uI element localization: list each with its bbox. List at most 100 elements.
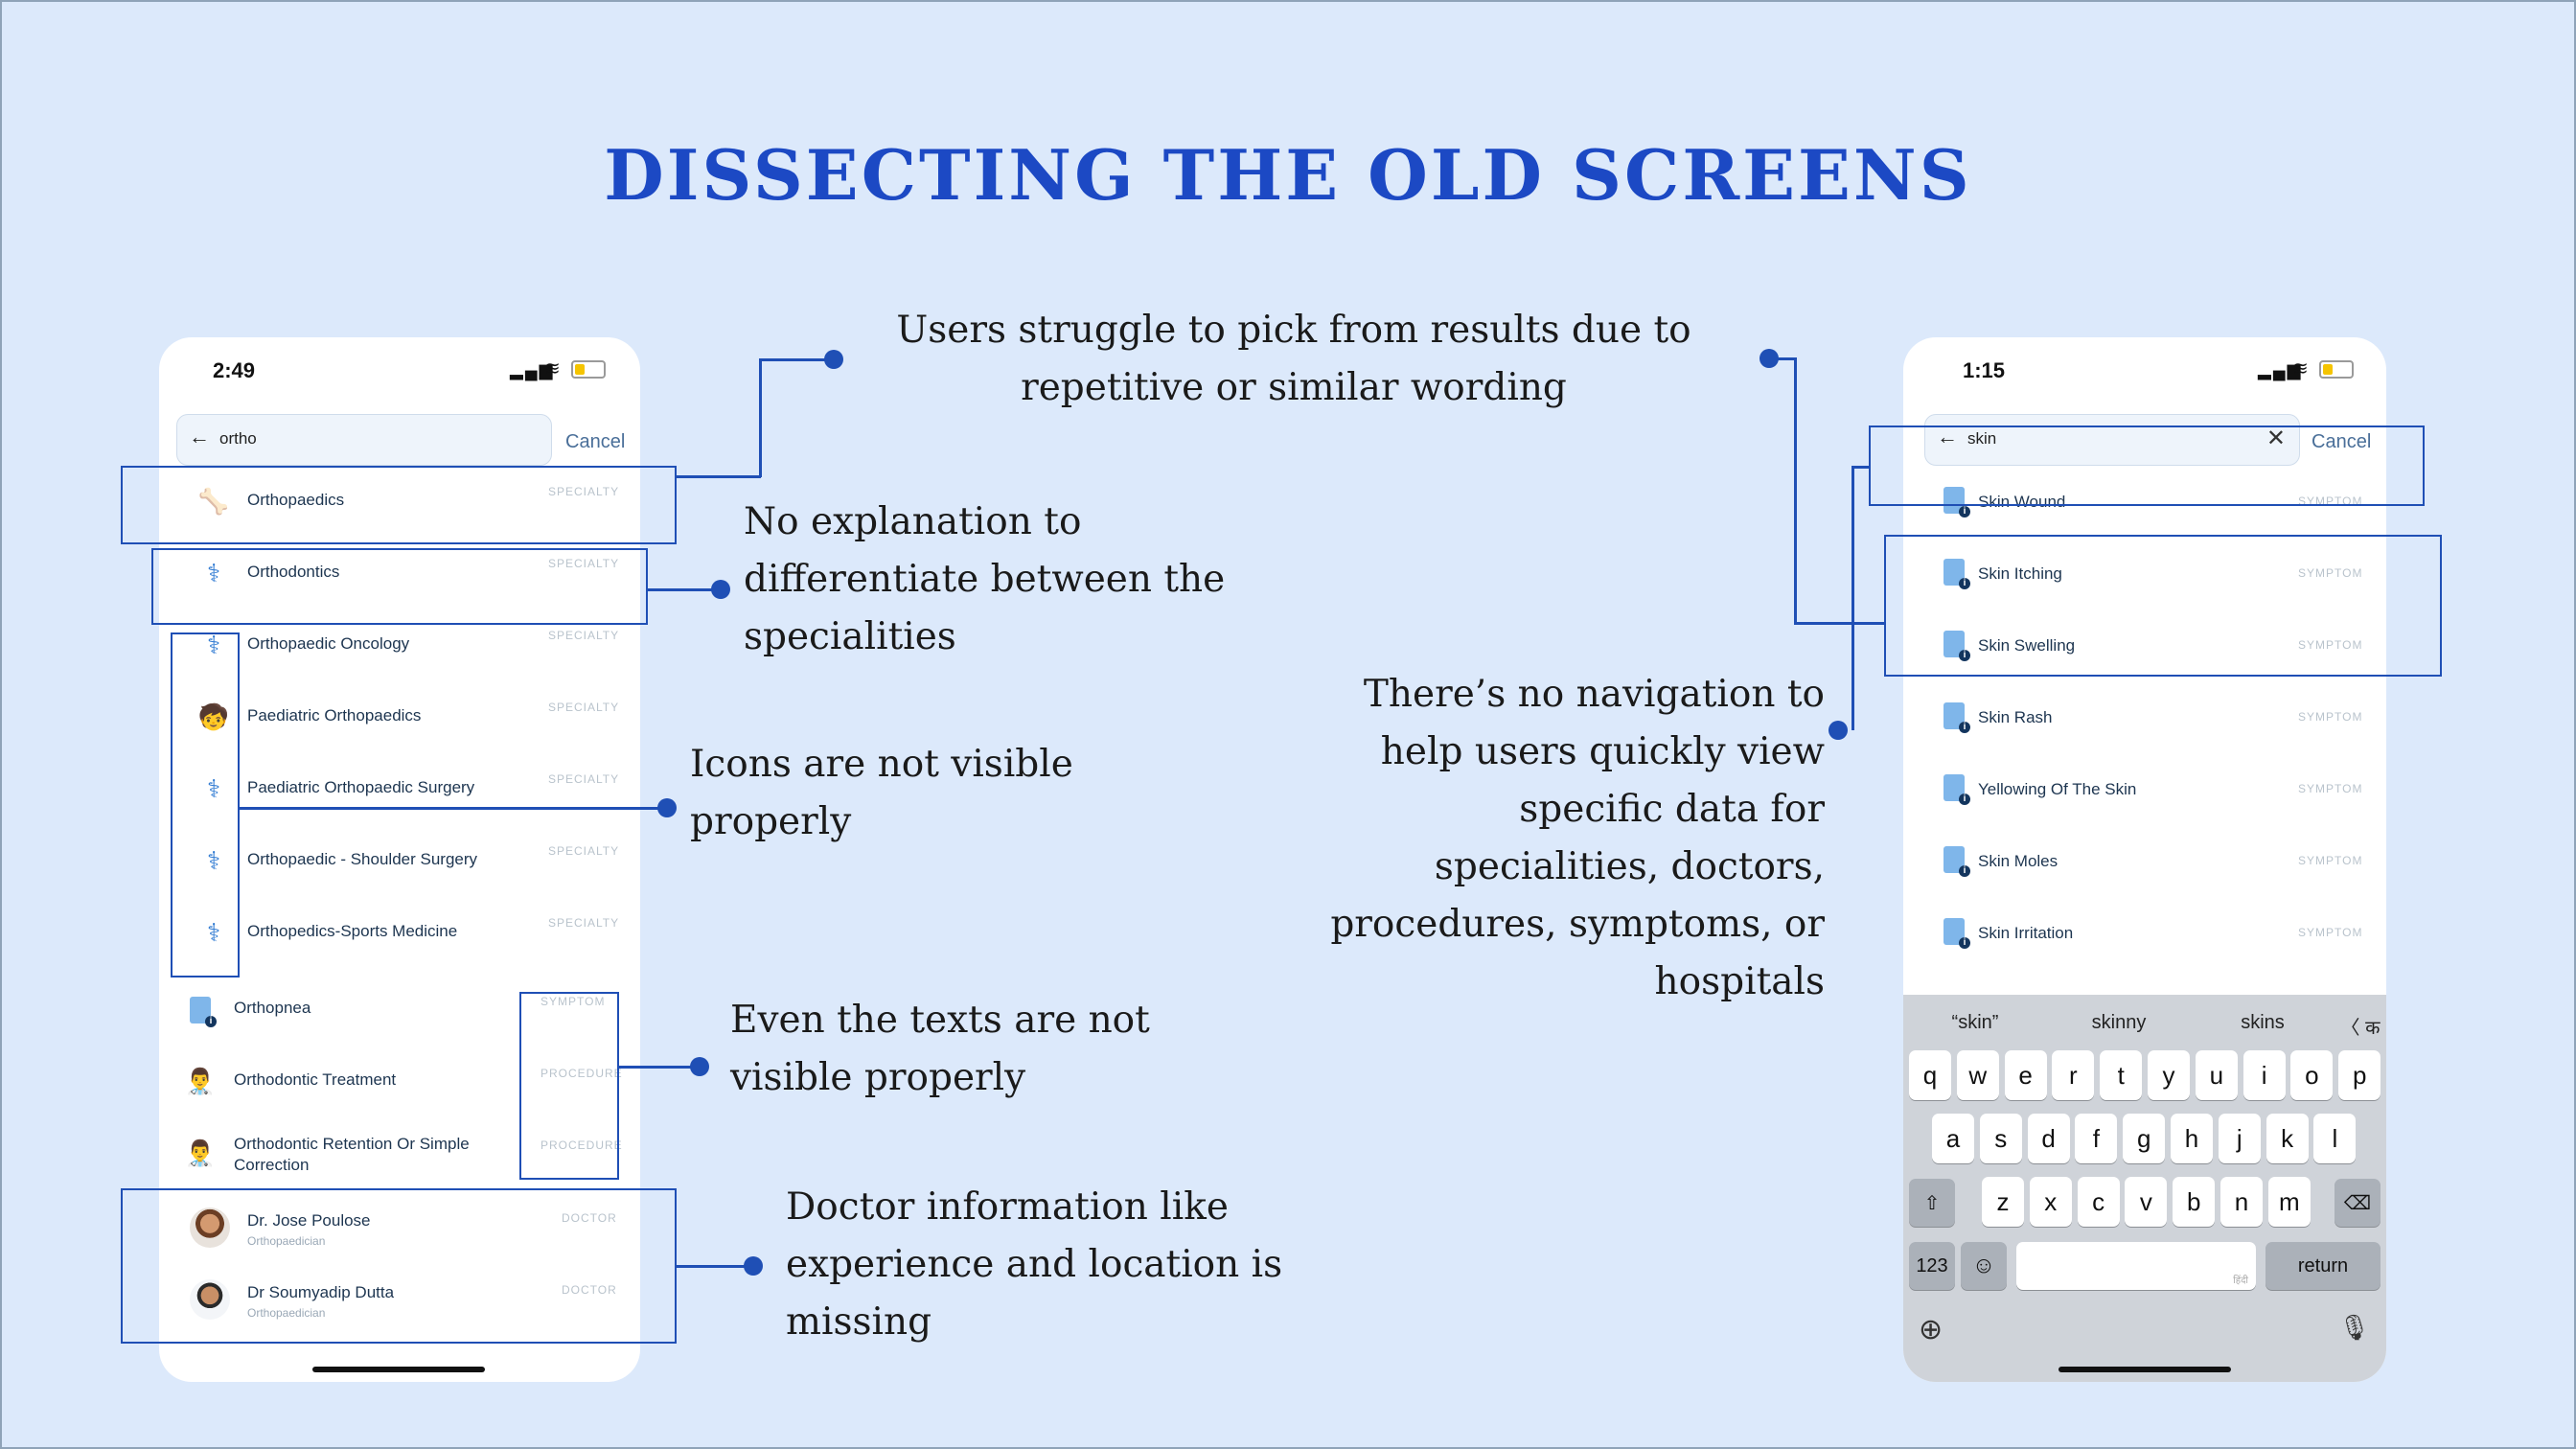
key-e[interactable]: e bbox=[2004, 1050, 2047, 1100]
result-label: Skin Irritation bbox=[1978, 924, 2074, 942]
key-p[interactable]: p bbox=[2338, 1050, 2381, 1100]
key-x[interactable]: x bbox=[2029, 1177, 2072, 1227]
cancel-button[interactable]: Cancel bbox=[2312, 431, 2372, 452]
doctor-avatar bbox=[190, 1208, 230, 1248]
cancel-button[interactable]: Cancel bbox=[565, 431, 626, 452]
doctor-role: Orthopaedician bbox=[247, 1306, 326, 1320]
key-v[interactable]: v bbox=[2125, 1177, 2168, 1227]
highlight-box bbox=[1884, 535, 2442, 677]
key-g[interactable]: g bbox=[2123, 1114, 2166, 1163]
connector-line bbox=[677, 475, 761, 478]
slide-title: DISSECTING THE OLD SCREENS bbox=[604, 134, 1972, 216]
key-d[interactable]: d bbox=[2027, 1114, 2070, 1163]
connector-line bbox=[240, 807, 667, 810]
numbers-key[interactable]: 123 bbox=[1909, 1242, 1955, 1290]
clear-icon[interactable]: ✕ bbox=[2266, 426, 2286, 451]
result-type-tag: SPECIALTY bbox=[548, 557, 620, 570]
stethoscope-icon: ⚕ bbox=[206, 845, 221, 875]
back-arrow-icon[interactable]: ← bbox=[1937, 425, 1958, 448]
backspace-key[interactable]: ⌫ bbox=[2334, 1179, 2380, 1227]
note-line: specialities bbox=[744, 615, 956, 658]
connector-line bbox=[648, 588, 721, 591]
key-j[interactable]: j bbox=[2218, 1114, 2261, 1163]
key-k[interactable]: k bbox=[2266, 1114, 2309, 1163]
emoji-key[interactable]: ☺ bbox=[1961, 1242, 2007, 1290]
key-q[interactable]: q bbox=[1909, 1050, 1951, 1100]
microphone-icon[interactable]: 🎙 bbox=[2338, 1313, 2371, 1342]
result-type-tag: SYMPTOM bbox=[2298, 782, 2363, 795]
wifi-icon: ≋ bbox=[544, 358, 563, 380]
shift-key[interactable]: ⇧ bbox=[1909, 1179, 1955, 1227]
key-i[interactable]: i bbox=[2242, 1050, 2286, 1100]
connector-line bbox=[1852, 466, 1871, 469]
search-input[interactable]: ← ortho bbox=[176, 414, 552, 466]
key-w[interactable]: w bbox=[1956, 1050, 1999, 1100]
highlight-box bbox=[121, 1188, 677, 1344]
connector-line bbox=[619, 1066, 700, 1069]
key-l[interactable]: l bbox=[2313, 1114, 2357, 1163]
note-navigation: There’s no navigation to help users quic… bbox=[1227, 666, 1825, 1011]
result-label: Skin Wound bbox=[1978, 493, 2066, 511]
document-icon bbox=[1944, 631, 1970, 661]
note-line: Even the texts are not bbox=[730, 999, 1150, 1042]
key-r[interactable]: r bbox=[2052, 1050, 2095, 1100]
doctor-row[interactable]: Dr. Jose Poulose Orthopaedician DOCTOR bbox=[159, 1200, 640, 1267]
signal-icon: ▂▄▆ bbox=[510, 360, 555, 380]
result-type-tag: DOCTOR bbox=[562, 1211, 617, 1225]
back-arrow-icon[interactable]: ← bbox=[189, 425, 210, 448]
key-h[interactable]: h bbox=[2171, 1114, 2213, 1163]
key-y[interactable]: y bbox=[2148, 1050, 2190, 1100]
key-n[interactable]: n bbox=[2220, 1177, 2263, 1227]
search-input[interactable]: ← skin ✕ bbox=[1924, 414, 2300, 466]
signal-icon: ▂▄▆ bbox=[2258, 360, 2303, 380]
key-z[interactable]: z bbox=[1982, 1177, 2024, 1227]
note-no-explanation: No explanation to differentiate between … bbox=[744, 494, 1225, 666]
return-key[interactable]: return bbox=[2266, 1242, 2380, 1290]
key-o[interactable]: o bbox=[2290, 1050, 2334, 1100]
key-c[interactable]: c bbox=[2077, 1177, 2120, 1227]
highlight-box bbox=[151, 548, 648, 625]
suggestion-3[interactable]: skins bbox=[2241, 1012, 2285, 1033]
key-m[interactable]: m bbox=[2267, 1177, 2311, 1227]
document-icon bbox=[1944, 774, 1970, 805]
doctor-row[interactable]: Dr Soumyadip Dutta Orthopaedician DOCTOR bbox=[159, 1272, 640, 1339]
key-f[interactable]: f bbox=[2075, 1114, 2118, 1163]
note-line: hospitals bbox=[1654, 960, 1825, 1003]
connector-line bbox=[1769, 357, 1796, 360]
key-s[interactable]: s bbox=[1979, 1114, 2022, 1163]
space-key[interactable]: हिंदी bbox=[2016, 1242, 2256, 1290]
suggestion-2[interactable]: skinny bbox=[2091, 1012, 2147, 1033]
suggestion-1[interactable]: “skin” bbox=[1951, 1012, 1999, 1033]
key-t[interactable]: t bbox=[2100, 1050, 2143, 1100]
key-b[interactable]: b bbox=[2173, 1177, 2216, 1227]
battery-icon bbox=[571, 360, 606, 379]
key-u[interactable]: u bbox=[2195, 1050, 2238, 1100]
search-query: ortho bbox=[219, 429, 257, 448]
space-hint: हिंदी bbox=[2233, 1276, 2248, 1286]
key-a[interactable]: a bbox=[1932, 1114, 1974, 1163]
globe-icon[interactable]: ⊕ bbox=[1919, 1314, 1944, 1346]
note-line: Users struggle to pick from results due … bbox=[896, 309, 1691, 352]
document-icon bbox=[190, 997, 217, 1027]
result-label: Paediatric Orthopaedics bbox=[247, 706, 422, 724]
suggestion-4[interactable]: 〈 क bbox=[2340, 1018, 2380, 1039]
result-label: Skin Rash bbox=[1978, 708, 2053, 726]
